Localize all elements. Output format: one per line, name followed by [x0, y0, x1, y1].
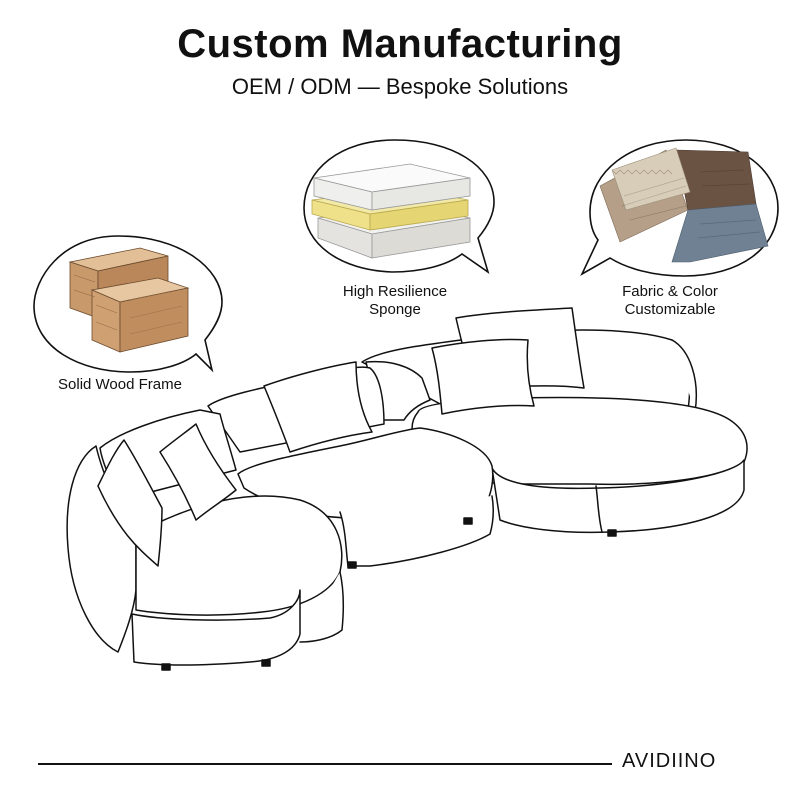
- page-title: Custom Manufacturing: [177, 22, 623, 66]
- sponge-callout: [303, 139, 495, 274]
- feature-label-line: Sponge: [369, 301, 421, 318]
- brand-name: AVIDIINO: [622, 750, 717, 772]
- feature-label-line: High Resilience: [342, 283, 448, 300]
- feature-label-sponge: High Resilience Sponge: [300, 283, 490, 319]
- fabric-swatches-icon: [599, 147, 769, 263]
- fabric-callout: [580, 139, 779, 277]
- sofa-drawing: [66, 307, 748, 671]
- feature-label-fabric: Fabric & Color Customizable: [565, 283, 775, 319]
- feature-label-line: Customizable: [624, 301, 716, 318]
- feature-label-line: Solid Wood Frame: [58, 376, 182, 393]
- page-subtitle: OEM / ODM — Bespoke Solutions: [231, 74, 569, 99]
- sponge-layers-icon: [311, 163, 471, 259]
- feature-label-wood: Solid Wood Frame: [20, 376, 220, 394]
- feature-label-line: Fabric & Color: [622, 283, 718, 300]
- wood-frame-callout: [33, 235, 223, 373]
- wood-frame-icon: [68, 247, 190, 353]
